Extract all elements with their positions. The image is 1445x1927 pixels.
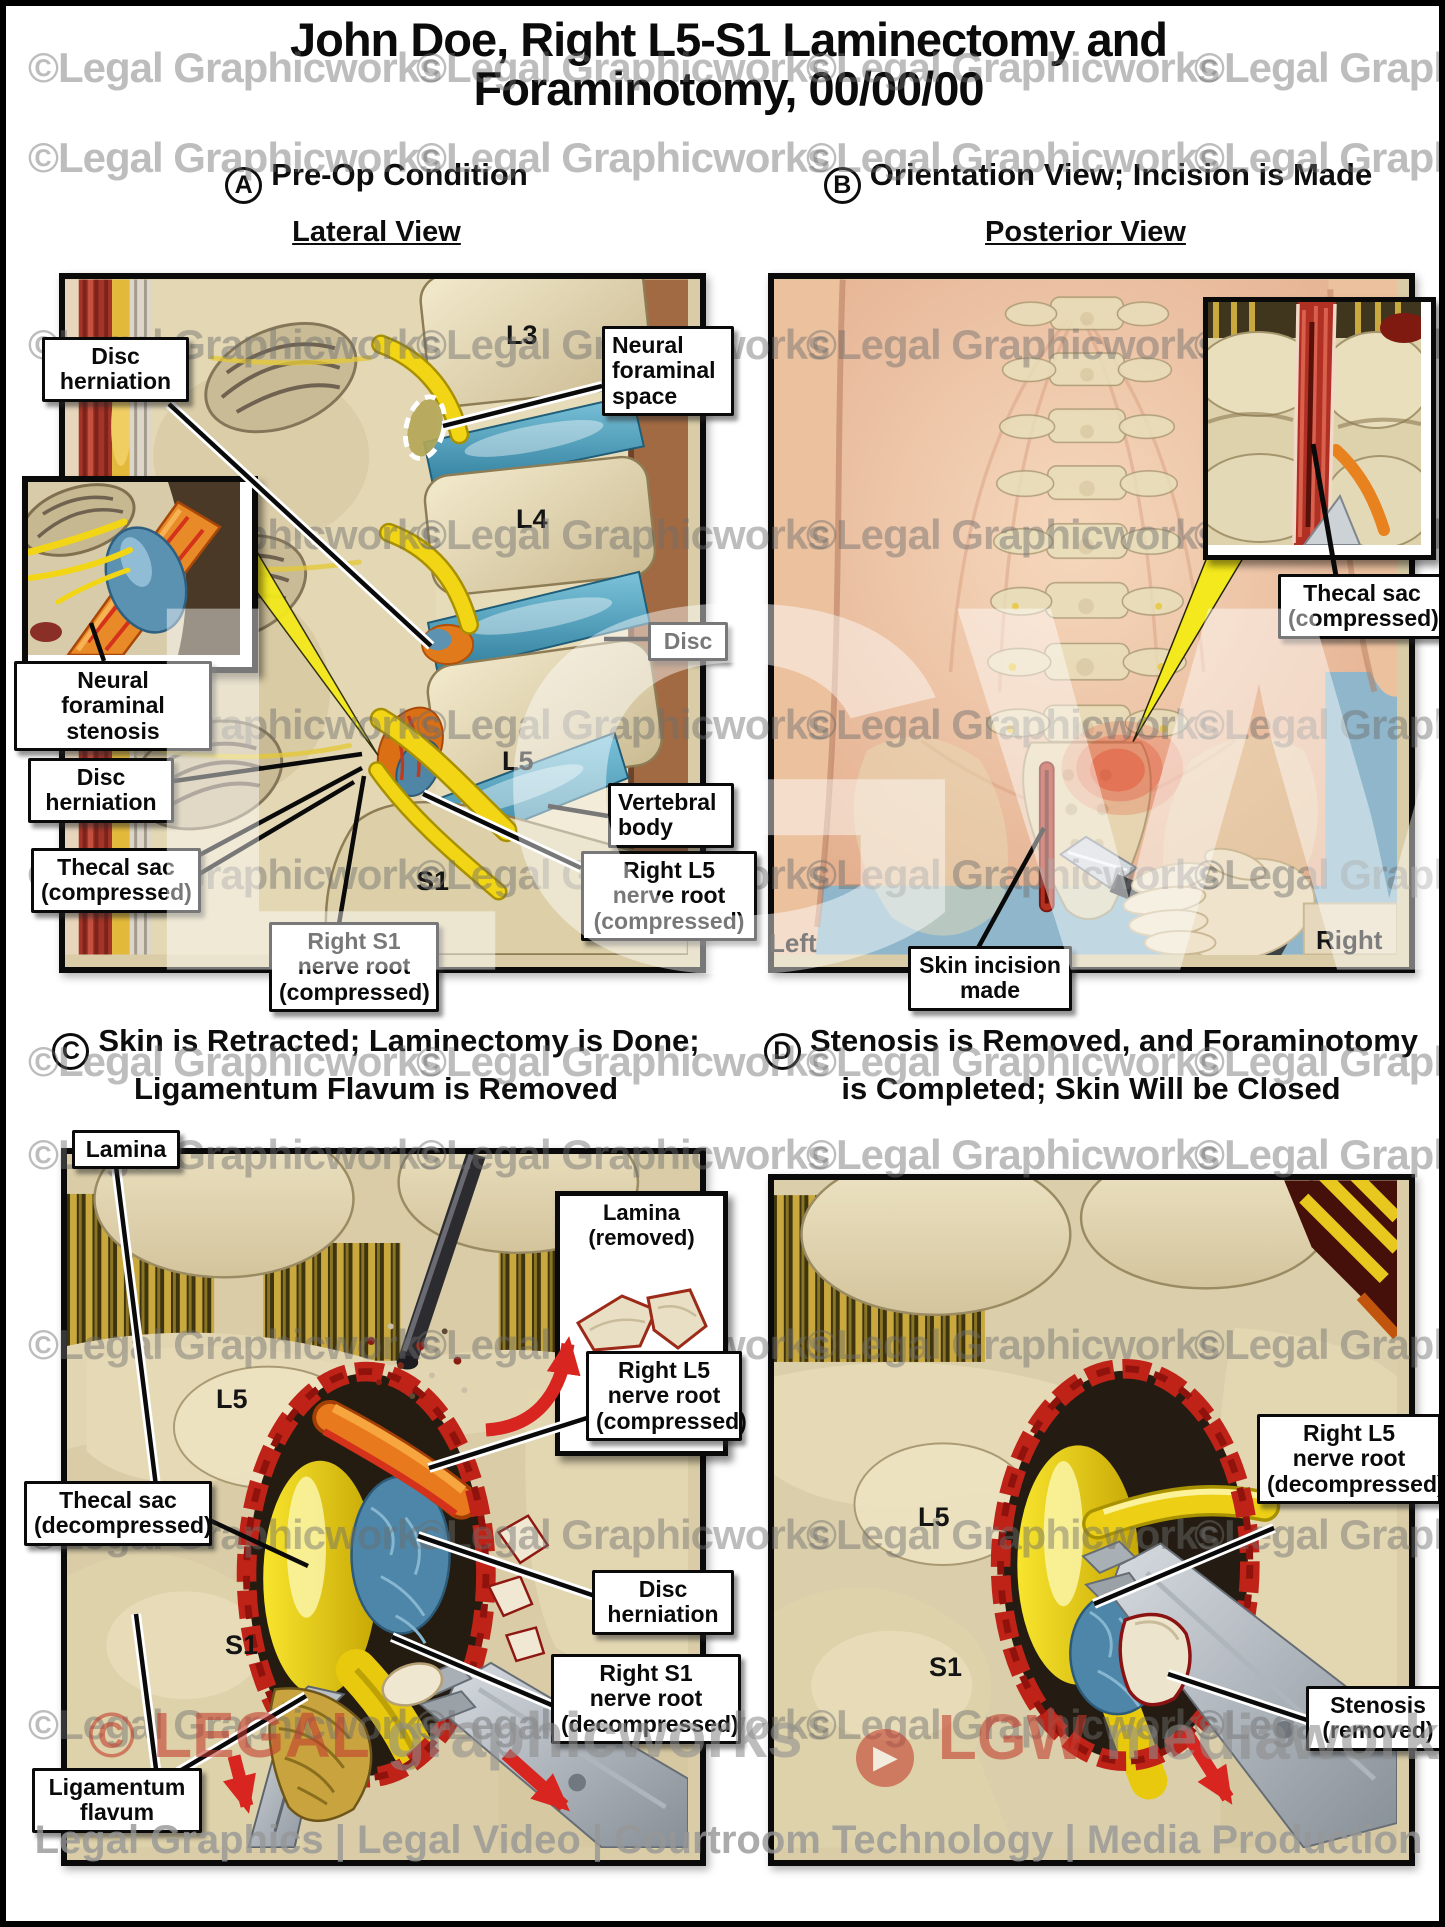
watermark-text: ©Legal Graphicworks: [1194, 1131, 1439, 1178]
page-title-line1: John Doe, Right L5-S1 Laminectomy and: [290, 13, 1168, 66]
spinous-process: [800, 1180, 1072, 1317]
side-label-right: Right: [1316, 925, 1383, 955]
label-right-l5-nerve-root-compressed-a: Right L5 nerve root (compressed): [581, 851, 757, 941]
bone-debris: [367, 1323, 468, 1399]
label-thecal-sac-compressed-b: Thecal sac (compressed): [1278, 574, 1439, 639]
label-thecal-sac-compressed-a: Thecal sac (compressed): [31, 848, 201, 913]
label-disc: Disc: [648, 622, 728, 662]
stenosis-fragment: [1118, 1612, 1192, 1707]
section-a-title: Pre-Op Condition: [271, 157, 528, 192]
section-b-title: Orientation View; Incision is Made: [869, 157, 1373, 192]
label-disc-herniation-lower: Disc herniation: [28, 758, 174, 823]
inset-nerve-root: [1330, 444, 1390, 536]
watermark-text: ©Legal Graphicworks: [806, 1131, 1220, 1178]
page-title-line2: Foraminotomy, 00/00/00: [473, 61, 985, 115]
label-ligamentum-flavum: Ligamentum flavum: [32, 1768, 202, 1833]
inset-nerve-branches: [28, 518, 133, 605]
inflammation-glow: [1061, 720, 1184, 816]
bone-label-l3: L3: [506, 320, 538, 350]
bone-label-s1-a: S1: [416, 866, 450, 896]
lamina-removed-label: Lamina (removed): [588, 1200, 695, 1251]
bone-label-l4: L4: [516, 504, 548, 534]
label-disc-herniation-upper: Disc herniation: [42, 337, 189, 402]
panel-d-art: [774, 1180, 1402, 1849]
label-right-s1-nerve-root-decompressed: Right S1 nerve root (decompressed): [551, 1654, 741, 1744]
section-c-circle-icon: C: [52, 1032, 90, 1070]
bone-label-l5-a: L5: [502, 746, 534, 776]
label-vertebral-body: Vertebral body: [608, 783, 734, 848]
panel-b-incision-inset: [1203, 297, 1436, 560]
section-d-title-line2: is Completed; Skin Will be Closed: [841, 1070, 1341, 1106]
side-label-left: Left: [769, 928, 817, 958]
bone-label-s1-d: S1: [929, 1652, 963, 1682]
panel-a-stenosis-inset: [22, 476, 258, 673]
panel-d-foraminotomy-illustration: [768, 1174, 1415, 1866]
bone-label-l5-c: L5: [216, 1384, 248, 1414]
panel-a-view-label: Lateral View: [292, 216, 461, 248]
bone-label-s1-c: S1: [225, 1630, 259, 1660]
panel-b-view-label: Posterior View: [985, 216, 1186, 248]
section-c-title-line1: Skin is Retracted; Laminectomy is Done;: [98, 1023, 700, 1058]
section-b-circle-icon: B: [823, 166, 861, 204]
label-lamina: Lamina: [72, 1130, 180, 1170]
label-right-s1-nerve-root-compressed: Right S1 nerve root (compressed): [269, 922, 439, 1012]
section-d-title-line1: Stenosis is Removed, and Foraminotomy: [809, 1023, 1419, 1058]
striped-nerve: [1299, 1180, 1402, 1284]
section-c-title-line2: Ligamentum Flavum is Removed: [133, 1070, 619, 1106]
surgeon-glove: [1122, 847, 1398, 962]
panel-b-inset-art: [1208, 302, 1431, 549]
label-thecal-sac-decompressed: Thecal sac (decompressed): [24, 1481, 212, 1546]
suction-tool: [398, 1154, 486, 1364]
label-disc-herniation-c: Disc herniation: [592, 1570, 734, 1635]
section-d-circle-icon: D: [763, 1032, 801, 1070]
spinal-nerve-dots: [1006, 602, 1168, 733]
iliac-wing-left: [853, 736, 1008, 936]
label-skin-incision-made: Skin incision made: [908, 946, 1072, 1011]
label-right-l5-nerve-root-compressed-c: Right L5 nerve root (compressed): [586, 1351, 747, 1441]
label-right-l5-nerve-root-decompressed: Right L5 nerve root (decompressed): [1257, 1414, 1439, 1504]
page-title: John Doe, Right L5-S1 Laminectomy and Fo…: [6, 13, 1439, 115]
panel-a-inset-art: [28, 482, 240, 657]
section-a-circle-icon: A: [225, 166, 263, 204]
vessel: [1380, 313, 1428, 343]
label-stenosis-removed: Stenosis (removed): [1306, 1686, 1439, 1751]
bone-label-l5-d: L5: [918, 1502, 950, 1532]
label-neural-foraminal-stenosis: Neural foraminal stenosis: [14, 661, 212, 751]
label-neural-foraminal-space: Neural foraminal space: [602, 326, 734, 416]
